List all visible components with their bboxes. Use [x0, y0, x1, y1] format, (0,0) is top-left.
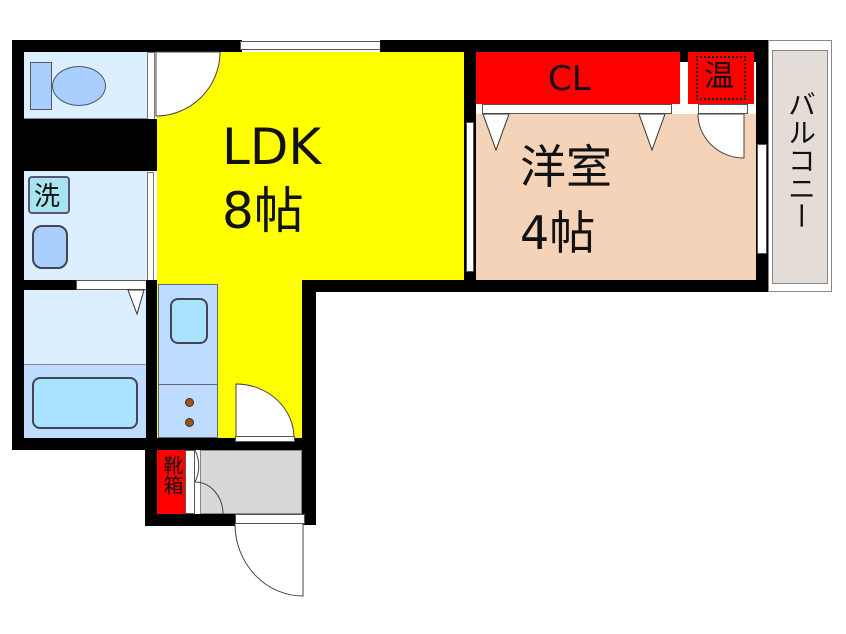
washroom-wall-bottom [24, 280, 76, 290]
front-door-frame [235, 514, 305, 524]
toilet-bowl-icon [52, 66, 106, 106]
closet: CL [476, 52, 680, 104]
window-ldk-top [240, 41, 382, 50]
shoe-box-label: 靴箱 [160, 455, 184, 495]
washer-label-box: 洗 [28, 176, 70, 214]
wall-bath-kitchen [146, 280, 158, 440]
balcony-label: バルコニー [784, 90, 817, 230]
ldk-name: LDK [222, 118, 322, 176]
entry-inner-door-frame [235, 436, 295, 442]
water-heater: 温 [688, 52, 754, 104]
outer-wall-right-step [302, 280, 316, 525]
toilet-door-swing-icon [155, 51, 221, 117]
western-room-size: 4帖 [520, 206, 596, 260]
bath-door-arrow-icon [127, 289, 145, 316]
shoe-box [157, 450, 185, 514]
closet-door-frame [482, 104, 672, 114]
washer-label: 洗 [34, 182, 61, 212]
entrance-wall-bottom [145, 514, 235, 526]
outer-wall-top-left [12, 40, 242, 52]
wash-basin-icon [32, 225, 68, 269]
ldk-room [157, 52, 465, 280]
washroom-sliding-door [147, 172, 154, 282]
stove-burner-icon [185, 418, 194, 427]
shoe-box-doors [185, 450, 195, 514]
window-balcony [757, 144, 767, 254]
closet-door-arrow-icon [638, 113, 666, 152]
front-door-swing-icon [234, 523, 304, 597]
outer-wall-left [12, 40, 24, 450]
entry-inner-door-swing-icon [235, 383, 295, 439]
heater-door-swing-icon [697, 113, 745, 159]
toilet-door-frame [147, 52, 155, 120]
entrance-wall-left [145, 440, 157, 525]
heater-door-frame [698, 104, 748, 114]
pipe-space [24, 119, 157, 171]
stove-burner-icon [185, 398, 194, 407]
closet-door-arrow-icon [482, 113, 510, 152]
stove-divider [158, 384, 218, 385]
bath-door-frame [76, 280, 148, 290]
entrance-floor [200, 450, 302, 514]
ldk-size: 8帖 [222, 182, 304, 240]
western-room-name: 洋室 [520, 140, 612, 194]
outer-wall-step-top [302, 280, 770, 292]
water-heater-outline [696, 56, 746, 100]
shoe-box-door-swing-icon [194, 449, 224, 515]
kitchen-sink-icon [170, 298, 208, 344]
closet-label: CL [548, 59, 591, 99]
balcony [772, 50, 828, 284]
water-heater-label: 温 [704, 59, 734, 94]
bathtub-icon [32, 377, 138, 429]
sliding-door-ldk-western [466, 122, 474, 272]
toilet-tank [30, 62, 52, 110]
